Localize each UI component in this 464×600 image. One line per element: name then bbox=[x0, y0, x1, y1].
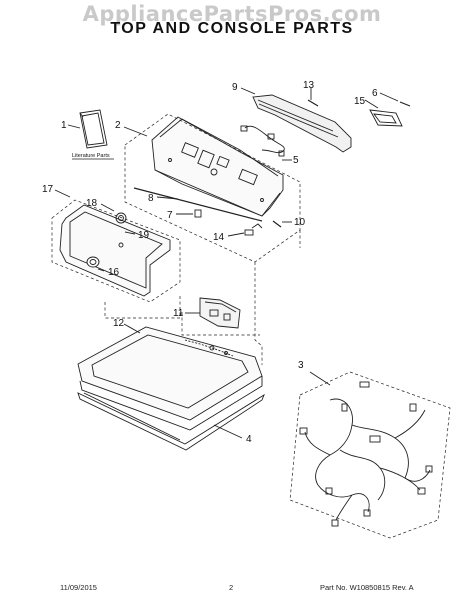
callout-16: 16 bbox=[108, 267, 120, 278]
leader-14 bbox=[227, 232, 245, 237]
small-parts bbox=[176, 209, 292, 237]
literature-label: Literature Parts bbox=[72, 153, 110, 159]
callout-14: 14 bbox=[213, 232, 225, 243]
leader-9 bbox=[240, 87, 256, 95]
callout-10: 10 bbox=[294, 217, 306, 228]
callout-1: 1 bbox=[61, 120, 67, 131]
callout-19: 19 bbox=[138, 230, 150, 241]
leader-1 bbox=[67, 124, 81, 129]
latch-bracket bbox=[185, 297, 241, 329]
callout-8: 8 bbox=[148, 193, 154, 204]
leader-12 bbox=[123, 323, 141, 334]
backguard-trim bbox=[240, 87, 352, 153]
assembly-frames bbox=[51, 113, 301, 365]
leader-16 bbox=[97, 268, 105, 272]
bracket bbox=[364, 92, 411, 127]
footer-part-number: Part No. W10850815 Rev. A bbox=[320, 583, 414, 592]
callout-3: 3 bbox=[298, 360, 304, 371]
console-panel bbox=[123, 116, 284, 222]
top-panel bbox=[77, 323, 263, 431]
callout-5: 5 bbox=[293, 155, 299, 166]
watermark: AppliancePartsPros.com bbox=[82, 2, 382, 26]
callout-13: 13 bbox=[303, 80, 315, 91]
page-title: TOP AND CONSOLE PARTS bbox=[110, 20, 354, 37]
leader-19 bbox=[124, 231, 136, 235]
callout-18: 18 bbox=[86, 198, 98, 209]
leader-4 bbox=[213, 424, 243, 439]
callout-15: 15 bbox=[354, 96, 366, 107]
callout-2: 2 bbox=[115, 120, 121, 131]
lamp-wires bbox=[240, 125, 292, 161]
leader-18 bbox=[100, 203, 115, 212]
callout-12: 12 bbox=[113, 318, 125, 329]
callout-9: 9 bbox=[232, 82, 238, 93]
callout-17: 17 bbox=[42, 184, 54, 195]
footer-date: 11/09/2015 bbox=[60, 583, 97, 592]
leader-6 bbox=[379, 92, 399, 102]
control-panel-assembly bbox=[54, 189, 171, 297]
literature-parts-booklet bbox=[67, 109, 114, 160]
leader-17 bbox=[54, 189, 71, 198]
callout-7: 7 bbox=[167, 210, 173, 221]
callout-4: 4 bbox=[246, 434, 252, 445]
footer-page-number: 2 bbox=[229, 583, 234, 592]
callout-11: 11 bbox=[173, 308, 184, 319]
callout-labels: 1 2 3 4 5 6 7 8 9 10 11 12 13 14 15 16 1… bbox=[42, 80, 378, 445]
callout-6: 6 bbox=[372, 88, 378, 99]
top-gasket bbox=[77, 392, 265, 451]
main-wire-harness bbox=[289, 371, 451, 539]
leader-2 bbox=[123, 126, 148, 137]
leader-3 bbox=[309, 371, 331, 386]
leader-8 bbox=[156, 196, 179, 200]
leader-15 bbox=[364, 99, 379, 109]
